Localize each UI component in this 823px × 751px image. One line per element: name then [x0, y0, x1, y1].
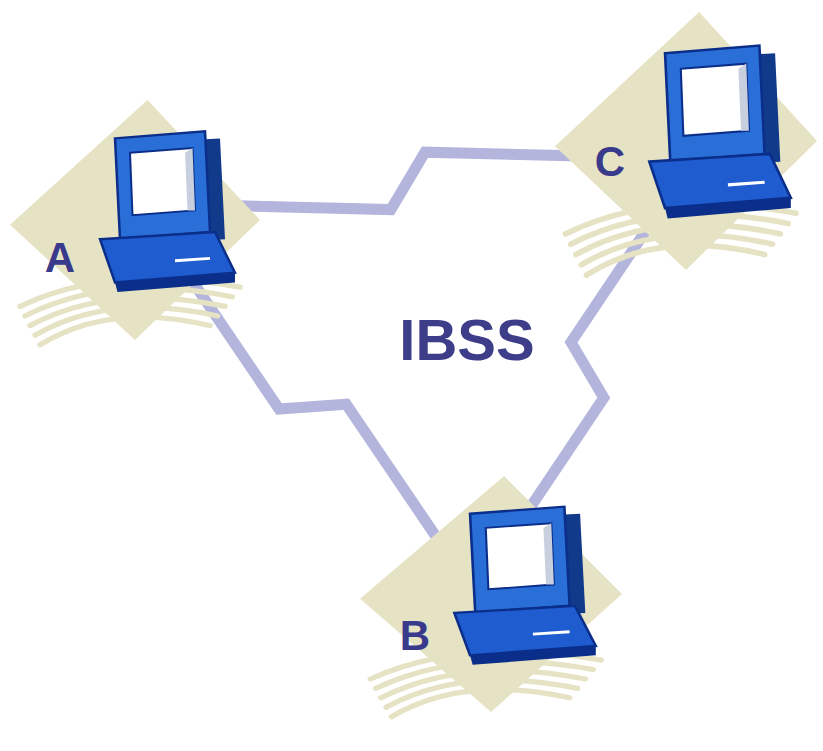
keyboard-edge [470, 646, 596, 665]
keyboard-edge [115, 273, 235, 292]
node-letter: B [400, 615, 430, 657]
screen [130, 148, 195, 215]
screen-shade [738, 64, 748, 131]
monitor [470, 507, 570, 613]
computer-illustration [360, 476, 622, 712]
diamond-ground [555, 12, 817, 270]
wireless-link [235, 152, 581, 209]
monitor [115, 131, 210, 239]
drive-slot [533, 632, 570, 634]
drive-slot [728, 182, 765, 185]
computer-illustration [555, 12, 817, 270]
network-label: IBSS [399, 311, 534, 369]
keyboard-edge [665, 198, 791, 219]
screen-shade [185, 148, 195, 210]
wireless-link [190, 278, 435, 536]
computer-node: B [360, 476, 622, 712]
screen-shade [543, 523, 553, 584]
screen [681, 64, 749, 136]
diamond-ground [360, 476, 622, 712]
node-letter: C [595, 141, 625, 183]
computer-node: C [555, 12, 817, 270]
computer-illustration [10, 100, 260, 340]
drive-slot [175, 258, 210, 260]
screen [486, 523, 554, 589]
monitor [665, 46, 765, 162]
wireless-link [525, 224, 650, 515]
diamond-ground [10, 100, 260, 340]
node-letter: A [45, 237, 75, 279]
computer-node: A [10, 100, 260, 340]
